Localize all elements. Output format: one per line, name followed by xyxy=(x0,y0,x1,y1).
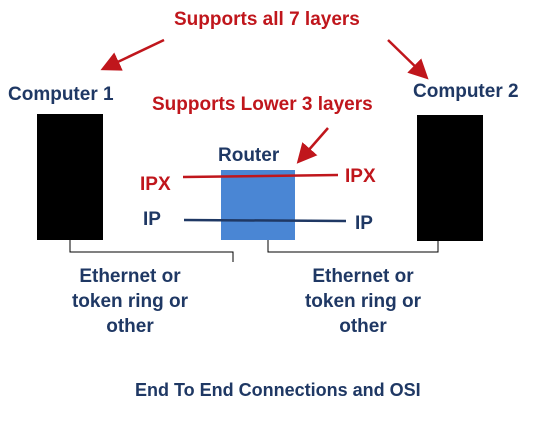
arrow-to-computer-2 xyxy=(387,39,429,80)
computer-1-box xyxy=(37,114,103,240)
network-left-line-3: other xyxy=(106,316,154,337)
network-left-line xyxy=(69,240,234,262)
caption: End To End Connections and OSI xyxy=(135,380,421,400)
computer-2-box xyxy=(417,115,483,241)
network-left-line-2: token ring or xyxy=(71,291,189,312)
network-right-line-2: token ring or xyxy=(304,291,422,312)
supports-lower-layers-label: Supports Lower 3 layers xyxy=(152,94,373,115)
router-box xyxy=(221,170,295,240)
network-right-line xyxy=(267,240,439,253)
computer-1-label: Computer 1 xyxy=(8,84,114,105)
network-right-line-1: Ethernet or xyxy=(312,266,414,287)
ipx-right-label: IPX xyxy=(345,166,376,187)
computer-2-label: Computer 2 xyxy=(413,81,519,102)
supports-all-layers-label: Supports all 7 layers xyxy=(174,9,360,30)
network-left-label: Ethernet or token ring or other xyxy=(55,264,205,339)
arrow-to-computer-1 xyxy=(100,38,165,71)
ip-left-label: IP xyxy=(143,209,161,230)
network-right-line-3: other xyxy=(339,316,387,337)
network-right-label: Ethernet or token ring or other xyxy=(288,264,438,339)
network-left-line-1: Ethernet or xyxy=(79,266,181,287)
ipx-line xyxy=(182,173,339,179)
arrow-to-router xyxy=(296,127,329,164)
ip-line xyxy=(183,218,347,223)
ip-right-label: IP xyxy=(355,213,373,234)
ipx-left-label: IPX xyxy=(140,174,171,195)
router-label: Router xyxy=(218,145,280,166)
